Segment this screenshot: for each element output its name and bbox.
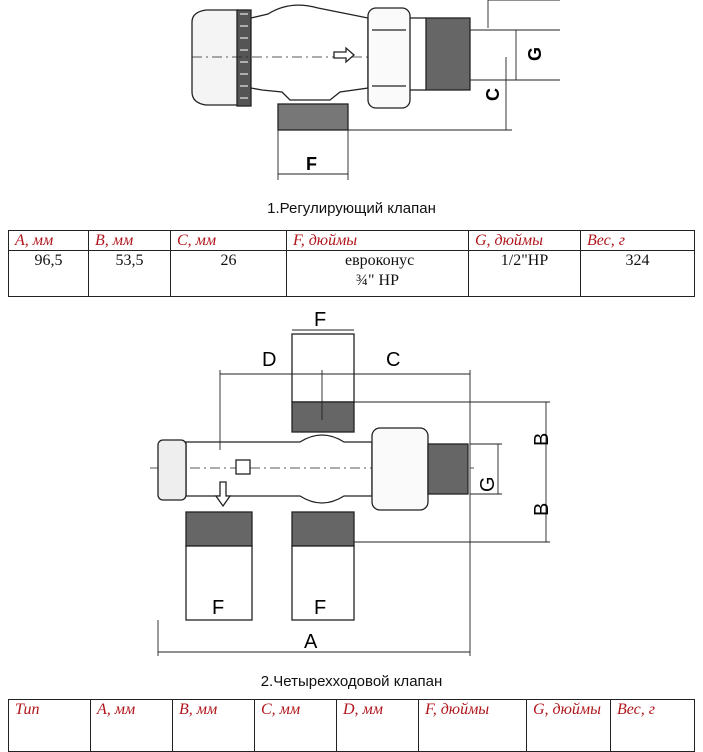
col-weight: Вес, г — [610, 699, 695, 752]
valve2-spec-table: Тип А, мм В, мм С, мм D, мм F, дюймы G, … — [8, 699, 695, 752]
cell-c: 26 — [170, 250, 287, 297]
col-g: G, дюймы — [468, 230, 581, 251]
col-a: А, мм — [90, 699, 173, 752]
valve2-bottom-left-thread — [185, 511, 253, 547]
valve1-union-nut — [367, 7, 411, 109]
valve2-top-port — [291, 333, 355, 403]
col-g: G, дюймы — [526, 699, 611, 752]
col-f: F, дюймы — [418, 699, 527, 752]
valve2-dim-b-top: B — [531, 433, 553, 446]
col-d: D, мм — [336, 699, 419, 752]
table-row: 96,5 53,5 26 евроконус ¾" НР 1/2"НР 324 — [8, 250, 695, 297]
valve2-indicator — [235, 459, 251, 475]
valve2-dim-d: D — [262, 349, 276, 371]
valve1-bottom-outlet — [277, 103, 349, 131]
valve1-thread — [425, 17, 471, 91]
valve2-dim-g: G — [477, 476, 499, 492]
cell-b: 53,5 — [88, 250, 171, 297]
cell-f: евроконус ¾" НР — [286, 250, 469, 297]
valve2-drawing: F D C B G B F F A — [0, 300, 703, 670]
col-type: Тип — [8, 699, 91, 752]
valve2-bottom-left-port — [185, 545, 253, 621]
valve2-top-thread — [291, 401, 355, 433]
valve1-body — [250, 4, 369, 101]
col-b: В, мм — [172, 699, 255, 752]
valve2-right-thread — [427, 443, 469, 495]
table-header-row: Тип А, мм В, мм С, мм D, мм F, дюймы G, … — [8, 699, 695, 752]
valve2-dim-f-top: F — [314, 309, 326, 331]
valve2-bottom-right-thread — [291, 511, 355, 547]
valve2-caption: 2.Четырехходовой клапан — [260, 673, 443, 690]
cell-a: 96,5 — [8, 250, 89, 297]
valve2-dim-f-right: F — [314, 597, 326, 619]
valve1-dim-f: F — [306, 154, 317, 174]
col-c: С, мм — [170, 230, 287, 251]
table-header-row: А, мм В, мм С, мм F, дюймы G, дюймы Вес,… — [8, 230, 695, 251]
valve2-dim-c: C — [386, 349, 400, 371]
col-c: С, мм — [254, 699, 337, 752]
valve1-knurl — [236, 9, 252, 107]
cell-weight: 324 — [580, 250, 695, 297]
valve1-dim-g: G — [525, 47, 545, 61]
valve2-dim-a: A — [304, 631, 318, 653]
col-a: А, мм — [8, 230, 89, 251]
valve1-spec-table: А, мм В, мм С, мм F, дюймы G, дюймы Вес,… — [8, 230, 695, 297]
valve1-dim-c: C — [483, 88, 503, 101]
valve2-left-cap — [157, 439, 187, 501]
valve2-flow-arrow-icon — [214, 481, 232, 508]
col-weight: Вес, г — [580, 230, 695, 251]
valve2-dim-b-bottom: B — [531, 503, 553, 516]
valve2-dim-f-left: F — [212, 597, 224, 619]
cell-g: 1/2"НР — [468, 250, 581, 297]
valve2-bottom-right-port — [291, 545, 355, 621]
valve1-caption: 1.Регулирующий клапан — [267, 200, 436, 217]
col-f: F, дюймы — [286, 230, 469, 251]
valve2-union-nut — [371, 427, 429, 511]
col-b: В, мм — [88, 230, 171, 251]
valve1-cap — [191, 9, 239, 106]
valve2-body — [185, 434, 373, 504]
valve1-flow-arrow-icon — [333, 46, 355, 64]
valve1-drawing: F G C — [0, 0, 703, 195]
